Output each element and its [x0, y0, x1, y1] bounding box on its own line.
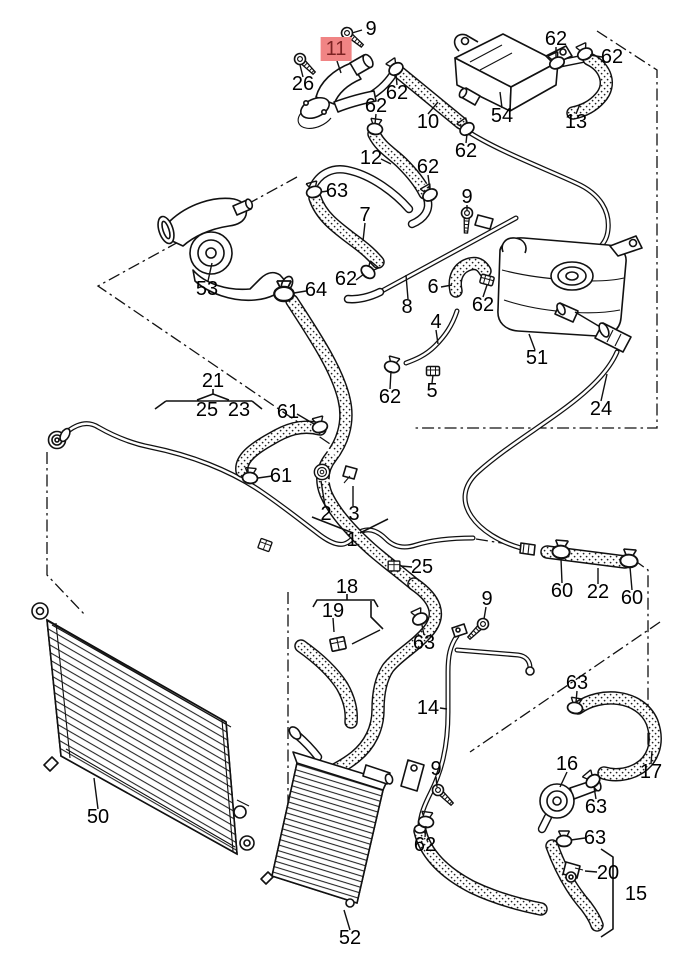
part-label-62[interactable]: 62 — [334, 268, 358, 290]
part-label-60[interactable]: 60 — [620, 587, 644, 609]
hose-10-drawing — [394, 67, 467, 129]
part-label-5[interactable]: 5 — [426, 380, 438, 402]
part-label-17[interactable]: 17 — [639, 761, 663, 783]
hose-12-drawing — [368, 128, 431, 199]
part-label-63[interactable]: 63 — [584, 796, 608, 818]
part-label-62[interactable]: 62 — [600, 46, 624, 68]
hose-23-drawing — [236, 421, 326, 477]
part-label-63[interactable]: 63 — [583, 827, 607, 849]
part-label-16[interactable]: 16 — [555, 753, 579, 775]
hoses — [235, 52, 662, 932]
part-label-15[interactable]: 15 — [624, 883, 648, 905]
part-label-61[interactable]: 61 — [276, 401, 300, 423]
part-label-1[interactable]: 1 — [346, 529, 358, 551]
part-20-drawing — [562, 861, 584, 883]
part-label-18[interactable]: 18 — [335, 576, 359, 598]
part-label-12[interactable]: 12 — [359, 147, 383, 169]
small-parts — [47, 214, 536, 834]
part-label-62[interactable]: 62 — [364, 95, 388, 117]
part-label-54[interactable]: 54 — [490, 105, 514, 127]
part-label-62[interactable]: 62 — [454, 140, 478, 162]
part-label-62[interactable]: 62 — [544, 28, 568, 50]
part-label-24[interactable]: 24 — [589, 398, 613, 420]
part-label-26[interactable]: 26 — [291, 73, 315, 95]
part-label-62[interactable]: 62 — [378, 386, 402, 408]
part-label-25[interactable]: 25 — [195, 399, 219, 421]
bracket-18 — [312, 594, 384, 630]
part-label-9[interactable]: 9 — [461, 186, 473, 208]
pipe-14-drawing — [417, 633, 533, 830]
part-3-icon — [342, 465, 358, 480]
leader-lines — [93, 29, 653, 931]
part-label-9[interactable]: 9 — [430, 758, 442, 780]
part-label-53[interactable]: 53 — [195, 278, 219, 300]
bolt-9-icon — [459, 206, 474, 235]
part-label-3[interactable]: 3 — [348, 503, 360, 525]
part-label-22[interactable]: 22 — [586, 581, 610, 603]
fasteners — [241, 24, 640, 848]
hose-6-drawing — [449, 258, 491, 297]
water-pump-53-drawing — [157, 197, 294, 302]
part-label-50[interactable]: 50 — [86, 806, 110, 828]
hose-7-drawing — [309, 192, 384, 268]
clamp-63-icon — [555, 830, 573, 848]
clamp-60-icon — [550, 538, 572, 561]
part-label-62[interactable]: 62 — [385, 82, 409, 104]
bolt-9-icon — [464, 615, 492, 643]
part-11-assembly-drawing — [297, 53, 377, 129]
part-label-9[interactable]: 9 — [481, 588, 493, 610]
part-label-4[interactable]: 4 — [430, 311, 442, 333]
part-label-11[interactable]: 11 — [320, 37, 352, 61]
bracket-1 — [311, 516, 389, 534]
part-label-14[interactable]: 14 — [416, 697, 440, 719]
part-label-63[interactable]: 63 — [412, 632, 436, 654]
bracket-21 — [154, 389, 263, 410]
part-label-63[interactable]: 63 — [565, 672, 589, 694]
hose-lower-right-drawing — [414, 825, 547, 915]
hose-18-drawing — [321, 578, 441, 780]
part-label-20[interactable]: 20 — [596, 862, 620, 884]
clamp-62-icon — [382, 354, 403, 376]
part-label-62[interactable]: 62 — [413, 834, 437, 856]
part-label-64[interactable]: 64 — [304, 279, 328, 301]
part-label-21[interactable]: 21 — [201, 370, 225, 392]
clamp-63-icon — [565, 695, 585, 716]
bolt-9-icon — [429, 781, 457, 809]
part-label-7[interactable]: 7 — [359, 204, 371, 226]
part-2-icon — [313, 463, 331, 481]
part-19-icon — [328, 635, 348, 653]
part-label-9[interactable]: 9 — [365, 18, 377, 40]
expansion-tank-51-drawing — [497, 235, 643, 353]
pipe-24-drawing — [462, 349, 620, 551]
part-label-8[interactable]: 8 — [401, 296, 413, 318]
clamp-62-icon — [478, 273, 496, 287]
radiator-50-drawing — [31, 602, 255, 856]
part-label-51[interactable]: 51 — [525, 347, 549, 369]
part-label-19[interactable]: 19 — [321, 600, 345, 622]
coolant-pipes — [65, 128, 620, 830]
hose-13-drawing — [567, 53, 612, 119]
part-label-10[interactable]: 10 — [416, 111, 440, 133]
cooler-unit-54-drawing — [453, 33, 573, 112]
part-25-clip-icon — [387, 560, 401, 572]
part-label-63[interactable]: 63 — [325, 180, 349, 202]
part-25-clip-icon — [257, 537, 273, 553]
clamp-60-icon — [618, 547, 640, 570]
part-label-60[interactable]: 60 — [550, 580, 574, 602]
part-label-62[interactable]: 62 — [416, 156, 440, 178]
part-label-13[interactable]: 13 — [564, 111, 588, 133]
bracket-15 — [600, 848, 614, 938]
part-label-2[interactable]: 2 — [320, 503, 332, 525]
part-label-52[interactable]: 52 — [338, 927, 362, 949]
radiator-52-drawing — [260, 726, 394, 908]
part-label-62[interactable]: 62 — [471, 294, 495, 316]
part-label-23[interactable]: 23 — [227, 399, 251, 421]
part-label-25[interactable]: 25 — [410, 556, 434, 578]
group-brackets — [154, 389, 614, 938]
nut-5-icon — [425, 365, 441, 377]
part-label-61[interactable]: 61 — [269, 465, 293, 487]
part-label-6[interactable]: 6 — [427, 276, 439, 298]
hose-17-drawing — [572, 692, 661, 780]
